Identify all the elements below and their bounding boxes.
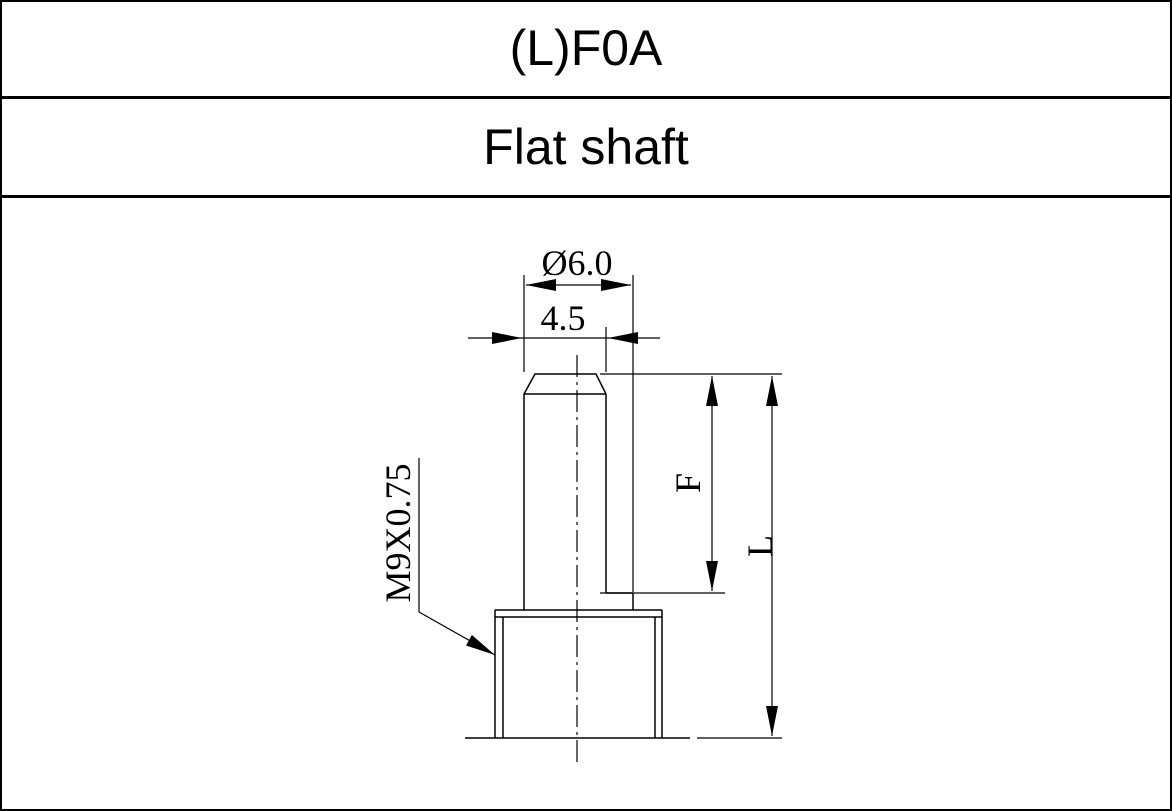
title-row: (L)F0A: [0, 0, 1172, 99]
f-dimension: [600, 373, 725, 594]
l-dimension: [697, 373, 782, 739]
part-name: Flat shaft: [483, 119, 689, 175]
thread-leader: [418, 611, 496, 656]
flat-width-dimension: [468, 327, 660, 372]
dim-f-label: F: [668, 473, 708, 493]
diameter-dimension: [523, 275, 634, 592]
dim-l-label: L: [740, 535, 780, 557]
shaft-chamfer: [523, 373, 607, 395]
thread-spec-label: M9X0.75: [378, 463, 418, 602]
dim-diameter-label: Ø6.0: [542, 243, 613, 283]
part-code: (L)F0A: [509, 20, 663, 76]
subtitle-row: Flat shaft: [0, 99, 1172, 198]
shaft-outline: [494, 373, 663, 738]
dim-flat-width-label: 4.5: [541, 298, 586, 338]
thread-callout: [418, 458, 496, 656]
